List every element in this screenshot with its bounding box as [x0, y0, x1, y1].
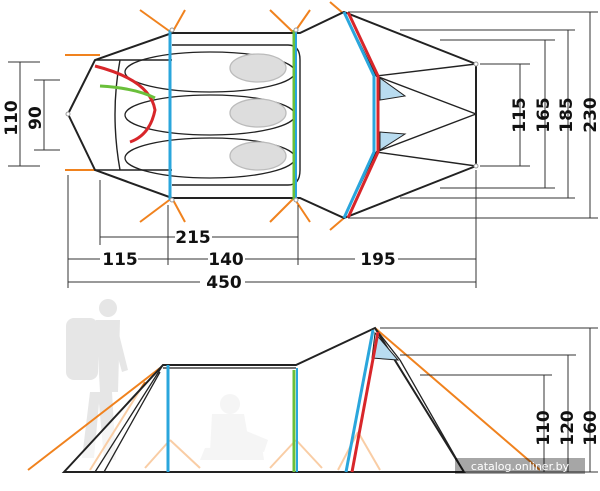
top-pole-blue-rear: [342, 11, 376, 219]
top-left-dims: [8, 61, 60, 167]
side-inner-lines: [94, 327, 465, 473]
dim-195: 195: [360, 250, 396, 270]
top-pole-green-front: [99, 84, 156, 100]
dim-215: 215: [175, 228, 211, 248]
side-pole-blue-rear: [344, 329, 375, 473]
dim-165-right: 165: [534, 97, 554, 133]
top-pole-red-front: [94, 64, 157, 144]
dim-115-bottom: 115: [102, 250, 138, 270]
dim-90-left: 90: [26, 106, 46, 130]
top-vent-lower: [379, 131, 407, 151]
dim-140: 140: [208, 250, 244, 270]
dim-110-left: 110: [2, 100, 22, 136]
dim-230-right: 230: [581, 97, 600, 133]
top-pole-red-rear: [346, 11, 380, 219]
top-pegs: [65, 27, 479, 203]
dim-160-side: 160: [581, 410, 600, 446]
dim-120-side: 120: [558, 410, 578, 446]
top-right-dims: [348, 11, 598, 219]
side-vent: [371, 331, 400, 361]
dim-110-side: 110: [534, 410, 554, 446]
side-tent-outline: [61, 326, 466, 473]
top-bottom-dims: [67, 170, 477, 288]
side-right-dims: [380, 327, 598, 473]
watermark-text: catalog.onliner.by: [471, 460, 570, 473]
watermark: catalog.onliner.by: [455, 458, 585, 474]
side-view: 110 120 160: [27, 299, 600, 473]
top-vent-upper: [379, 77, 407, 101]
dim-450: 450: [206, 273, 242, 293]
dim-115-right: 115: [510, 97, 530, 133]
top-view: 110 90 115 165 185 230: [2, 1, 600, 293]
dim-185-right: 185: [557, 97, 577, 133]
side-pole-red-rear: [350, 331, 380, 473]
